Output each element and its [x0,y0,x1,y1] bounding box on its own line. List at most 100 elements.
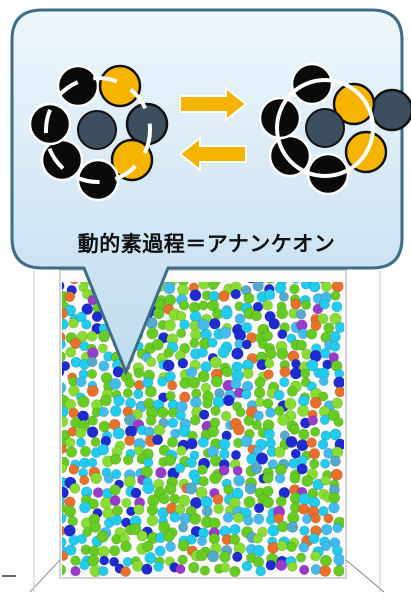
particle [177,539,190,552]
particle [62,351,66,363]
particle [112,366,124,378]
particle [153,424,166,437]
particle [175,410,186,421]
particle [87,368,98,379]
box-edge-right-bottom [345,559,385,593]
particle [63,524,76,537]
particle [285,435,298,448]
particle [262,485,274,497]
particle [251,419,262,431]
particle [273,446,286,458]
particle [70,565,81,577]
particle [241,560,253,572]
particle [179,300,190,311]
particle [109,545,121,557]
particle [195,486,208,499]
particle [68,385,80,397]
particle [62,282,65,291]
particle [80,445,92,457]
particle [255,565,267,577]
particle [62,444,67,454]
particle [276,307,289,320]
particle [133,503,145,515]
particle [151,338,164,351]
particle [320,523,333,536]
particle [143,457,154,468]
particle [98,565,109,577]
particle [218,290,230,302]
rearrange-diagram-left [28,64,169,202]
particle [333,565,344,577]
particle [233,474,245,487]
particle [332,522,343,534]
particle [86,426,99,438]
particle [164,294,176,307]
particle [155,467,167,479]
particle [76,437,86,448]
particle [331,301,343,313]
particle [89,521,102,533]
particle [219,326,232,339]
particle [230,378,242,390]
particle [295,308,307,320]
particle [253,513,265,525]
particle [298,395,310,407]
particle [306,437,317,448]
particle [309,458,320,470]
particle [167,417,179,429]
particle [252,533,263,544]
particle [251,310,262,322]
particle [86,384,99,397]
particle [122,388,133,399]
particle [301,514,312,524]
particle [209,356,222,369]
particle [233,423,245,436]
particle [278,291,289,302]
particle [295,339,307,351]
particle [267,541,279,554]
particle [264,289,276,301]
particle [219,448,230,460]
particle [309,396,322,409]
particle [90,472,102,485]
particle [266,282,275,284]
particle [253,387,266,399]
particle [111,469,122,480]
particle [288,457,300,469]
particle [167,436,179,448]
particle [290,448,301,459]
particle [65,446,78,458]
particle [62,551,69,561]
particle [318,376,329,386]
particle [111,514,123,526]
particle [262,398,274,409]
particle [197,347,209,358]
particle [90,437,101,447]
particle [96,530,109,543]
particle [296,439,309,452]
particle [289,424,300,435]
particle [186,438,198,450]
particle [267,459,278,470]
particle [299,564,310,576]
particle [124,377,136,389]
particle [287,561,298,572]
particle [70,282,79,285]
particle [62,381,67,394]
particle [179,512,192,525]
particle [124,435,136,446]
particle [179,391,191,403]
particle [179,319,190,330]
particle [252,282,264,292]
particle [62,495,65,506]
particle [141,563,153,575]
particle [196,549,208,562]
particle [207,425,220,438]
particle [320,430,332,441]
particle [92,487,104,498]
particle [75,427,87,439]
particle [158,521,171,534]
particle [176,445,187,456]
particle [219,551,231,563]
